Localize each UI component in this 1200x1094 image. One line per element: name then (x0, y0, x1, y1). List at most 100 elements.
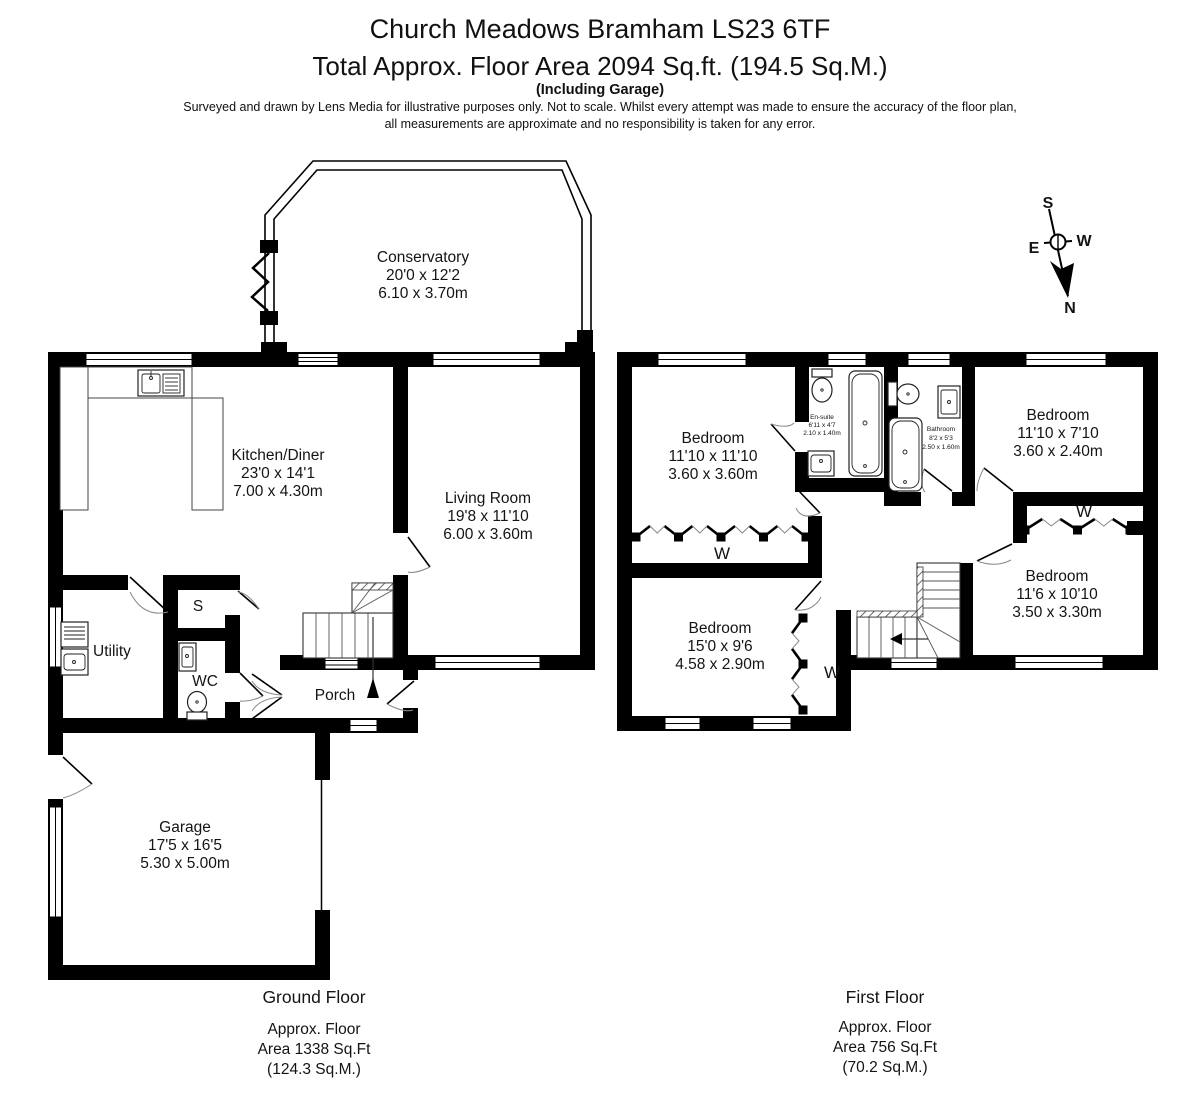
wardrobe-sliding-doors-bedroom3 (1020, 517, 1135, 535)
wardrobe-label: W (1076, 502, 1092, 521)
room-dims-imperial: 6'11 x 4'7 (809, 422, 836, 429)
utility-window (49, 606, 62, 668)
door-bedroom1 (795, 488, 821, 517)
total-area-subtitle: Total Approx. Floor Area 2094 Sq.ft. (19… (312, 51, 888, 81)
first-floor-plan: Bedroom 11'10 x 11'10 3.60 x 3.60m En-su… (617, 352, 1158, 731)
first-labels: Bedroom 11'10 x 11'10 3.60 x 3.60m En-su… (668, 407, 1103, 682)
bedroom2-window (1025, 353, 1107, 366)
floor-area-line: Approx. Floor (838, 1019, 931, 1036)
ensuite-toilet-icon (811, 368, 833, 403)
garage-door-gap (48, 755, 63, 799)
living-room-window (432, 353, 541, 366)
room-dims-imperial: 15'0 x 9'6 (687, 638, 752, 655)
page-title: Church Meadows Bramham LS23 6TF (369, 14, 831, 44)
floor-area-line: Area 1338 Sq.Ft (258, 1041, 372, 1058)
door-bedroom4 (794, 580, 822, 611)
door-porch-double (251, 673, 283, 720)
first-windows (657, 353, 1107, 730)
room-label: Living Room (445, 490, 531, 507)
including-garage-note: (Including Garage) (535, 82, 665, 98)
room-dims-imperial: 11'10 x 11'10 (669, 448, 758, 465)
room-label: Bedroom (1027, 407, 1090, 424)
room-label: Bedroom (1026, 568, 1089, 585)
first-stairs (856, 562, 961, 659)
door-store (237, 590, 260, 610)
compass-east-label: E (1029, 240, 1040, 257)
room-label: Utility (93, 643, 131, 660)
room-label: Conservatory (377, 249, 469, 266)
disclaimer-line-1: Surveyed and drawn by Lens Media for ill… (183, 100, 1017, 114)
room-conservatory: Conservatory 20'0 x 12'2 6.10 x 3.70m (250, 160, 593, 367)
bedroom1-window (657, 353, 747, 366)
room-dims-imperial: 19'8 x 11'10 (447, 508, 529, 525)
room-dims-metric: 3.60 x 2.40m (1013, 443, 1103, 460)
ensuite-fixtures (807, 368, 883, 477)
room-label: Bedroom (682, 430, 745, 447)
wc-basin-icon (178, 642, 197, 672)
stairs-opening (324, 655, 359, 670)
bathroom-fixtures (887, 381, 961, 492)
room-dims-metric: 6.10 x 3.70m (378, 285, 468, 302)
wardrobe-sliding-doors-bedroom4 (790, 613, 808, 715)
bathroom-basin-icon (937, 385, 961, 419)
kitchen-window (85, 353, 193, 366)
room-label: Kitchen/Diner (231, 447, 324, 464)
door-wc (239, 672, 264, 702)
ground-floor-footer: Ground Floor Approx. Floor Area 1338 Sq.… (258, 987, 372, 1078)
door-bathroom (921, 468, 953, 493)
room-label: S (193, 598, 203, 615)
door-front (386, 680, 415, 712)
room-dims-imperial: 17'5 x 16'5 (148, 837, 222, 854)
wardrobe-sliding-doors-bedroom1 (631, 524, 811, 542)
room-dims-metric: 6.00 x 3.60m (443, 526, 533, 543)
wc-toilet-icon (186, 690, 208, 721)
garage-window (49, 806, 62, 918)
ground-windows (48, 353, 541, 918)
wardrobe-label: W (714, 544, 730, 563)
ground-floor-plan: Conservatory 20'0 x 12'2 6.10 x 3.70m (48, 160, 595, 980)
bathroom-window (907, 353, 951, 366)
compass-south-label: S (1043, 195, 1054, 212)
first-floor-footer: First Floor Approx. Floor Area 756 Sq.Ft… (833, 987, 938, 1076)
compass-rose-icon: S E W N (1029, 195, 1093, 317)
ground-labels: Kitchen/Diner 23'0 x 14'1 7.00 x 4.30m L… (93, 447, 533, 872)
wc-fixtures (178, 642, 208, 721)
room-label: WC (192, 673, 218, 690)
floor-title: First Floor (846, 987, 925, 1007)
room-dims-imperial: 11'6 x 10'10 (1016, 586, 1098, 603)
first-doors (770, 422, 1014, 611)
compass-west-label: W (1076, 233, 1092, 250)
kitchen-sink-icon (137, 369, 185, 397)
room-dims-imperial: 20'0 x 12'2 (386, 267, 460, 284)
room-dims-metric: 3.60 x 3.60m (668, 466, 758, 483)
room-dims-imperial: 11'10 x 7'10 (1017, 425, 1099, 442)
ground-stairs (302, 582, 394, 698)
ensuite-basin-icon (807, 450, 835, 477)
door-bedroom3 (976, 543, 1013, 565)
ground-doors (62, 536, 431, 799)
door-living-room (407, 536, 431, 573)
disclaimer-line-2: all measurements are approximate and no … (384, 117, 816, 131)
bedroom3-window (1014, 656, 1104, 669)
bedroom4-window-left (664, 717, 701, 730)
living-room-rear-window (434, 656, 541, 669)
stairs-up-arrow (367, 617, 379, 698)
door-ensuite (770, 422, 796, 452)
stairs-down-arrow (890, 633, 928, 645)
floor-area-line: Approx. Floor (267, 1021, 360, 1038)
room-dims-metric: 5.30 x 5.00m (140, 855, 230, 872)
room-label: Bedroom (689, 620, 752, 637)
room-dims-metric: 7.00 x 4.30m (233, 483, 323, 500)
room-dims-metric: 2.10 x 1.40m (803, 430, 841, 437)
floor-area-line: (124.3 Sq.M.) (267, 1061, 361, 1078)
conservatory-open-doorway (250, 252, 270, 312)
room-label: Garage (159, 819, 211, 836)
room-dims-imperial: 8'2 x 5'3 (929, 435, 953, 442)
room-label: Bathroom (927, 426, 955, 433)
floor-area-line: Area 756 Sq.Ft (833, 1039, 938, 1056)
floor-title: Ground Floor (262, 987, 365, 1007)
ensuite-window (827, 353, 867, 366)
utility-appliance-icons (60, 621, 89, 676)
